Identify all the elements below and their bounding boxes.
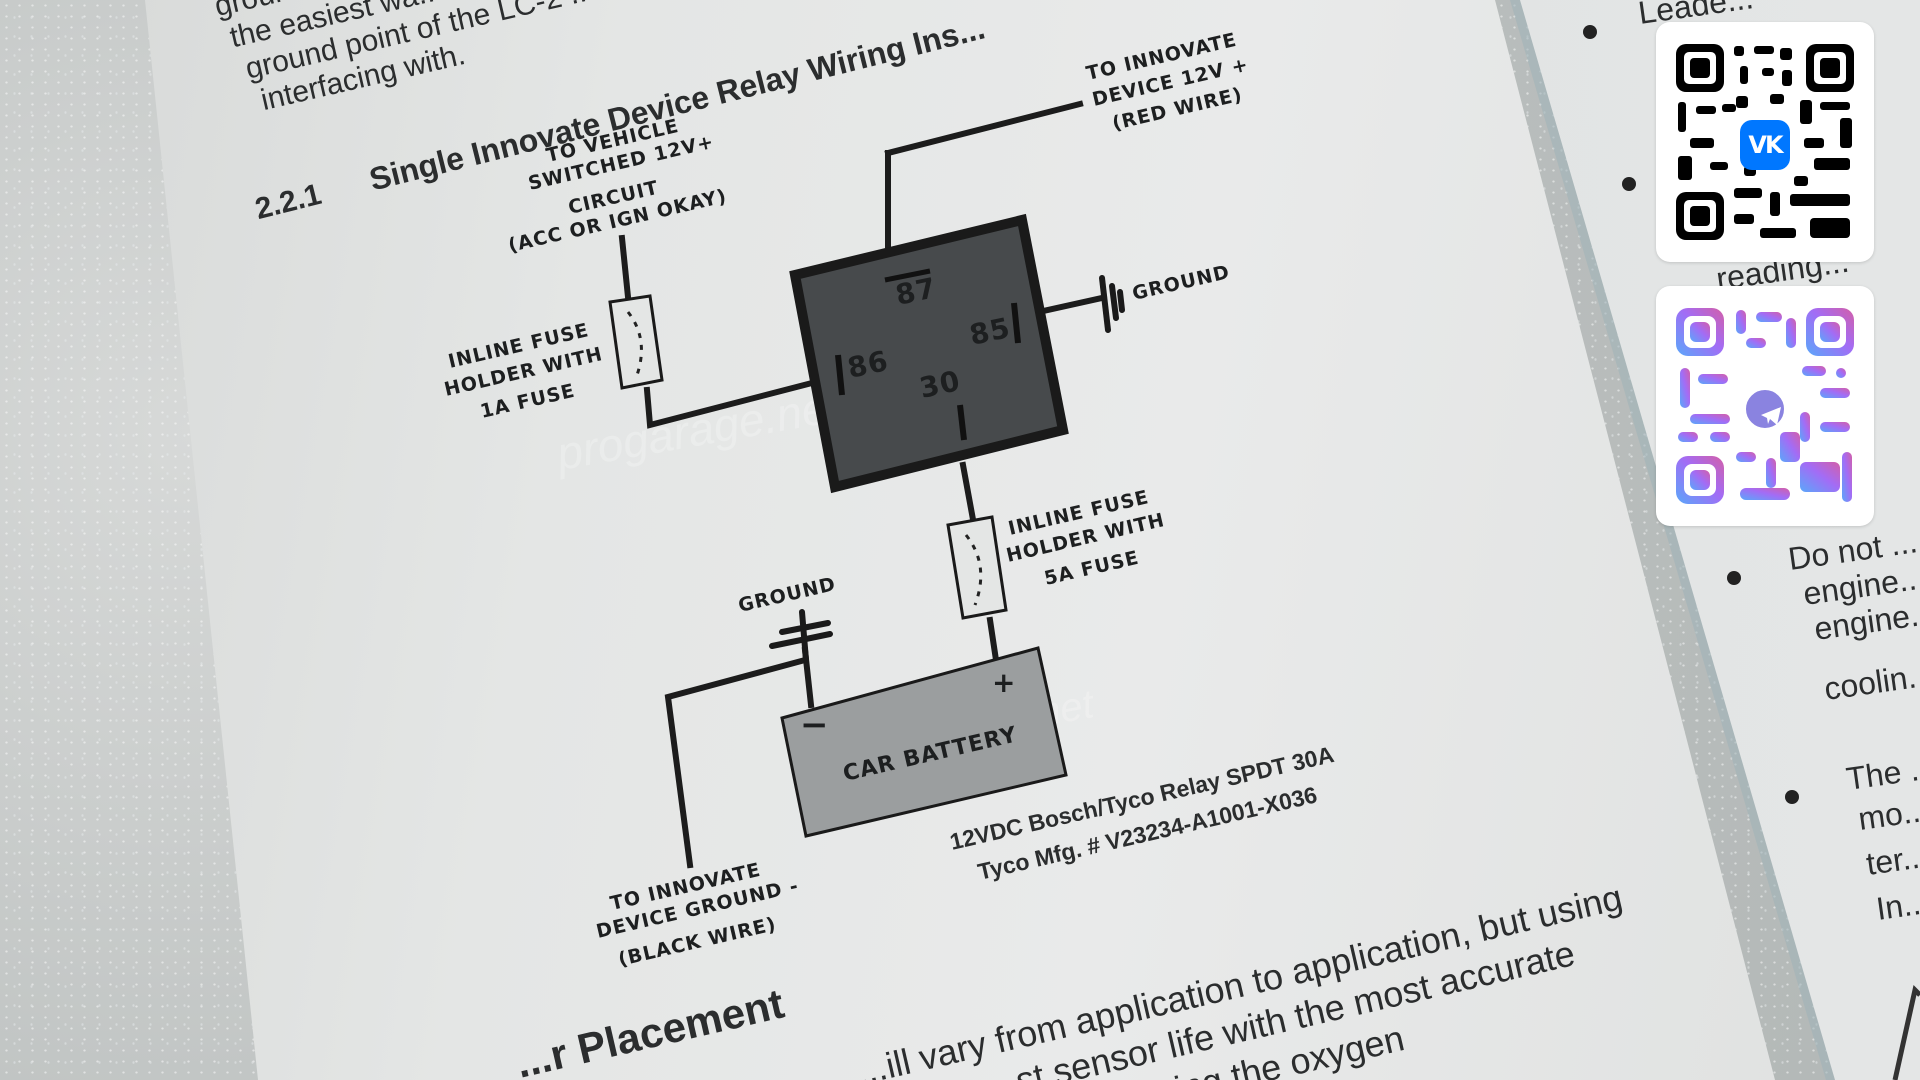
bullet-line: mo... — [1856, 791, 1920, 837]
telegram-qr-pattern — [1676, 308, 1854, 504]
intro-text: ground ... the easiest wa... ground poin… — [211, 0, 597, 117]
telegram-logo-icon — [1742, 386, 1788, 432]
label-device-12v: TO INNOVATE DEVICE 12V + (RED WIRE) — [1084, 29, 1251, 135]
battery-plus: + — [992, 666, 1016, 699]
bullet-dot — [1622, 177, 1636, 191]
pin-30-bar — [957, 404, 967, 441]
telegram-plane-icon — [1761, 407, 1781, 425]
next-section-heading: ...r Placement — [511, 980, 788, 1080]
car-battery: − + CAR BATTERY — [780, 646, 1068, 838]
telegram-qr-code[interactable] — [1656, 286, 1874, 526]
label-ground-right: GROUND — [1130, 261, 1232, 305]
bullet-dot — [1727, 571, 1741, 585]
relay: 87 85 86 30 — [789, 213, 1069, 494]
bullet-dot — [1785, 790, 1799, 804]
relay-body — [789, 213, 1069, 494]
bullet-line: The ... — [1844, 749, 1920, 797]
diagram-fragment — [1892, 985, 1920, 1080]
fuse-1a — [608, 294, 664, 390]
vk-qr-code[interactable]: VK — [1656, 22, 1874, 262]
wire-30-to-fuse2 — [959, 461, 978, 529]
bullet-line: coolin... — [1822, 656, 1920, 707]
pin-85-bar — [1011, 302, 1021, 344]
ground-symbol-battery — [769, 609, 833, 663]
pin-87-bar — [884, 268, 931, 283]
bullet-line: In... — [1874, 884, 1920, 927]
watermark: progarage.net — [551, 379, 846, 481]
vk-qr-pattern — [1676, 44, 1854, 240]
wire-fuse2-to-battery — [986, 616, 1000, 664]
bullet-dot — [1583, 25, 1597, 39]
label-fuse-5a: INLINE FUSE HOLDER WITH 5A FUSE — [1004, 486, 1167, 590]
label-ground-battery: GROUND — [736, 573, 838, 617]
label-device-ground: TO INNOVATE DEVICE GROUND - (BLACK WIRE) — [594, 859, 801, 971]
next-section-text: ...ill vary from application to applicat… — [853, 876, 1627, 1080]
wire-fuse1-to-86 — [643, 379, 816, 429]
vk-logo-icon: VK — [1740, 120, 1790, 170]
bullet-line: ter... — [1864, 838, 1920, 882]
ground-symbol-right — [1099, 275, 1125, 333]
fuse-1a-element — [626, 311, 643, 379]
battery-minus: − — [800, 705, 830, 745]
wire-to-device-ground — [664, 656, 809, 869]
battery-body — [780, 646, 1068, 838]
wire-to-device-12v — [884, 100, 1084, 157]
pin-86-bar — [835, 354, 845, 396]
wire-vehicle-to-fuse1 — [618, 234, 632, 301]
section-number: 2.2.1 — [252, 178, 325, 226]
label-fuse-1a: INLINE FUSE HOLDER WITH 1A FUSE — [442, 319, 605, 423]
fuse-5a — [946, 515, 1008, 620]
